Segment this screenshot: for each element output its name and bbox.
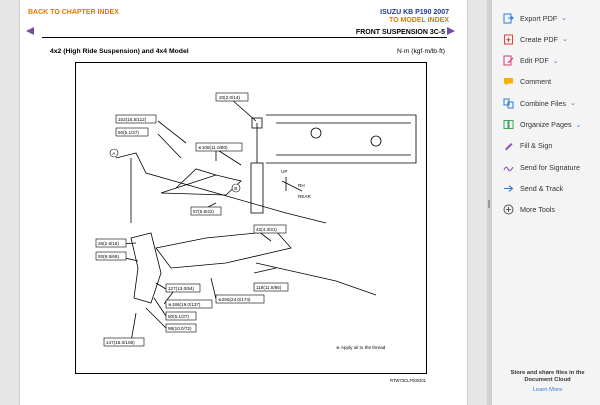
torque-label-6: 42(4.3/31) [256,227,277,232]
torque-label-4: ※108(11.0/80) [198,145,228,150]
back-to-chapter-index-link[interactable]: BACK TO CHAPTER INDEX [28,9,119,16]
document-cloud-promo: Store and share files in the Document Cl… [510,370,585,383]
direction-rear: REAR [298,194,311,199]
suspension-diagram-svg: 20(2.0/14) 152(15.5/112) 50(5.1/37) ※108… [95,92,417,350]
tool-send-track[interactable]: Send & Track [502,179,597,197]
pdf-page: BACK TO CHAPTER INDEX ISUZU KB P190 2007… [20,0,467,405]
tool-label: Edit PDF [520,56,549,66]
tool-label: Send for Signature [520,162,580,172]
tool-label: Create PDF [520,34,558,44]
torque-label-15: 147(15.0/108) [106,340,135,345]
tool-label: Combine Files [520,98,566,108]
comment-icon [502,76,514,88]
send-track-icon [502,182,514,194]
export-pdf-icon [502,12,514,24]
tool-label: Fill & Sign [520,141,553,151]
torque-label-5: 57(5.8/42) [193,209,214,214]
torque-label-14: 98(10.0/72) [168,326,192,331]
chevron-down-icon[interactable]: ⌄ [552,57,559,65]
tool-create-pdf[interactable]: Create PDF⌄ [502,30,597,48]
fill-sign-icon [502,140,514,152]
chevron-down-icon[interactable]: ⌄ [575,121,582,129]
tool-export-pdf[interactable]: Export PDF⌄ [502,9,597,27]
steering-knuckle [130,232,162,304]
suspension-diagram: 20(2.0/14) 152(15.5/112) 50(5.1/37) ※108… [75,62,427,374]
tool-send-signature[interactable]: Send for Signature [502,158,597,176]
torque-label-2: 152(15.5/112) [118,117,147,122]
model-name: ISUZU KB P190 2007 [380,9,449,16]
section-title: FRONT SUSPENSION 3C-5 [355,29,445,36]
marker-b: B [234,186,237,191]
chevron-down-icon[interactable]: ⌄ [569,100,576,108]
more-tools-icon [502,204,514,216]
send-signature-icon [502,161,514,173]
stabilizer-bar [115,152,327,224]
organize-pages-icon [502,119,514,131]
tool-more-tools[interactable]: More Tools [502,201,597,219]
diagram-title: 4x2 (High Ride Suspension) and 4x4 Model [50,48,189,55]
tool-label: Send & Track [520,183,564,193]
direction-rh: RH [298,183,305,188]
torque-label-12: ※186(19.0/137) [168,302,201,307]
edit-pdf-icon [502,55,514,67]
tool-label: Export PDF [520,13,558,23]
marker-b-circle [231,183,241,193]
torque-units: N·m (kgf·m/lb·ft) [397,48,445,55]
tool-label: Comment [520,77,552,87]
document-viewer[interactable]: BACK TO CHAPTER INDEX ISUZU KB P190 2007… [0,0,487,405]
lower-control-arm [155,230,292,269]
diagram-note: ※ Apply oil to the thread [336,345,386,350]
combine-files-icon [502,97,514,109]
torque-label-11: ※255(24.0/174) [218,297,251,302]
next-page-arrow-icon[interactable] [447,27,455,35]
torque-label-8: 93(9.5/69) [98,254,119,259]
tool-comment[interactable]: Comment [502,73,597,91]
torque-label-13: 50(5.1/37) [168,314,189,319]
create-pdf-icon [502,33,514,45]
torque-label-1: 20(2.0/14) [219,95,240,100]
tool-label: More Tools [520,205,556,215]
frame-rail [266,114,417,164]
to-model-index-link[interactable]: TO MODEL INDEX [388,17,449,24]
tool-edit-pdf[interactable]: Edit PDF⌄ [502,52,597,70]
marker-a: A [112,151,116,156]
upper-control-arm [160,174,242,196]
chevron-down-icon[interactable]: ⌄ [561,36,568,44]
chevron-down-icon[interactable]: ⌄ [561,15,568,22]
marker-a-circle [109,148,119,158]
learn-more-link[interactable]: Learn More [532,387,563,393]
prev-page-arrow-icon[interactable] [26,27,34,35]
tool-organize-pages[interactable]: Organize Pages⌄ [502,116,597,134]
direction-up: UP [281,169,287,174]
tool-label: Organize Pages [520,120,572,129]
torque-label-9: 118(11.8/85) [256,285,282,290]
torsion-bar [255,262,377,296]
tool-combine-files[interactable]: Combine Files⌄ [502,94,597,112]
collapse-handle-icon[interactable] [488,200,490,208]
figure-code: RTW73CLF000201 [390,378,427,383]
tool-fill-sign[interactable]: Fill & Sign [502,137,597,155]
torque-label-10: 127(13.0/94) [168,286,195,291]
torque-label-7: 26(2.6/18) [98,241,119,246]
torque-label-3: 50(5.1/37) [118,130,139,135]
header-divider [42,37,447,38]
